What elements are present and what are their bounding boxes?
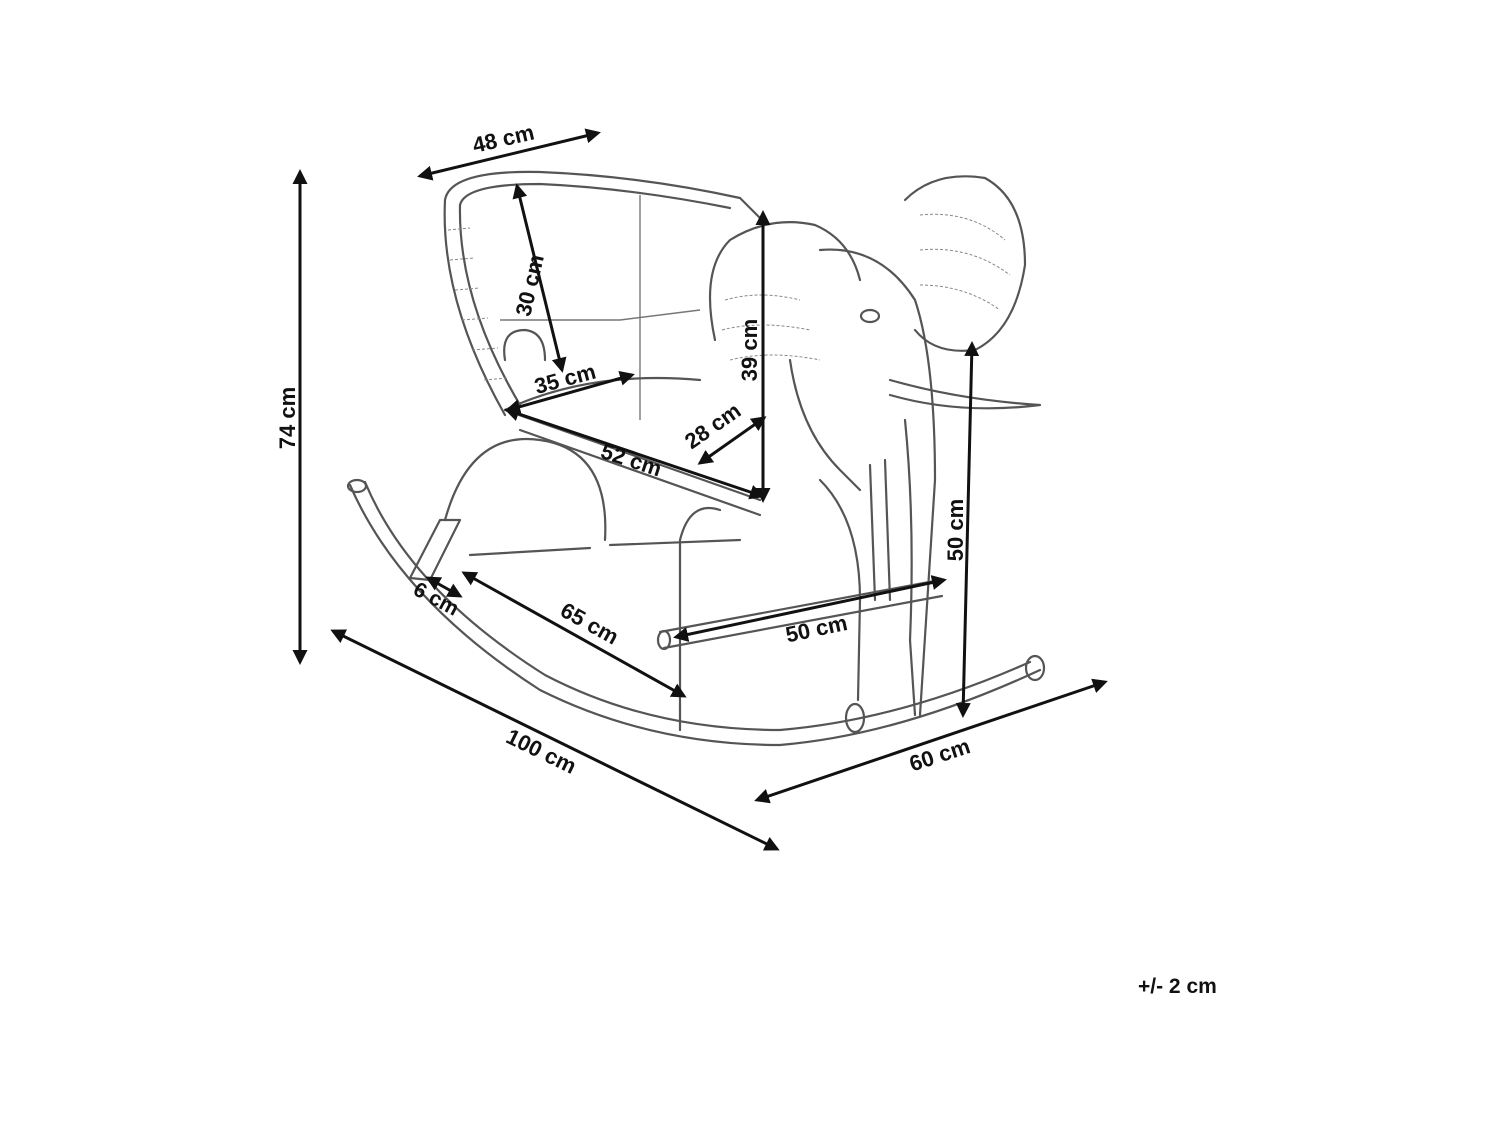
chair-illustration — [346, 170, 1046, 747]
arrow-rocker-thickness — [425, 576, 463, 598]
label-head-floor: 50 cm — [943, 499, 968, 561]
dimension-labels: 74 cm 48 cm 30 cm 39 cm 35 cm 28 cm 52 c… — [275, 119, 973, 778]
arrow-seat-width — [417, 128, 601, 181]
dimension-arrows — [292, 128, 1108, 851]
arrow-seat-depth — [505, 371, 635, 414]
arrow-head-floor — [955, 341, 980, 718]
label-seat-length: 52 cm — [598, 438, 665, 481]
arrow-backrest-height — [512, 183, 567, 373]
label-total-width: 60 cm — [906, 733, 973, 776]
label-seat-front: 28 cm — [680, 398, 745, 454]
label-handle-length: 50 cm — [783, 610, 849, 647]
arrow-handle-length — [673, 575, 947, 642]
arrow-inner-rocker — [461, 571, 687, 698]
label-head-height: 39 cm — [737, 319, 762, 381]
arrow-total-width — [754, 678, 1108, 804]
arrow-seat-length — [504, 406, 765, 500]
label-rocker-thickness: 6 cm — [410, 578, 463, 621]
label-seat-width: 48 cm — [470, 119, 536, 157]
label-backrest-height: 30 cm — [510, 252, 548, 318]
label-total-height: 74 cm — [275, 387, 300, 449]
arrow-total-length — [330, 629, 780, 851]
tolerance-note: +/- 2 cm — [1138, 975, 1217, 998]
